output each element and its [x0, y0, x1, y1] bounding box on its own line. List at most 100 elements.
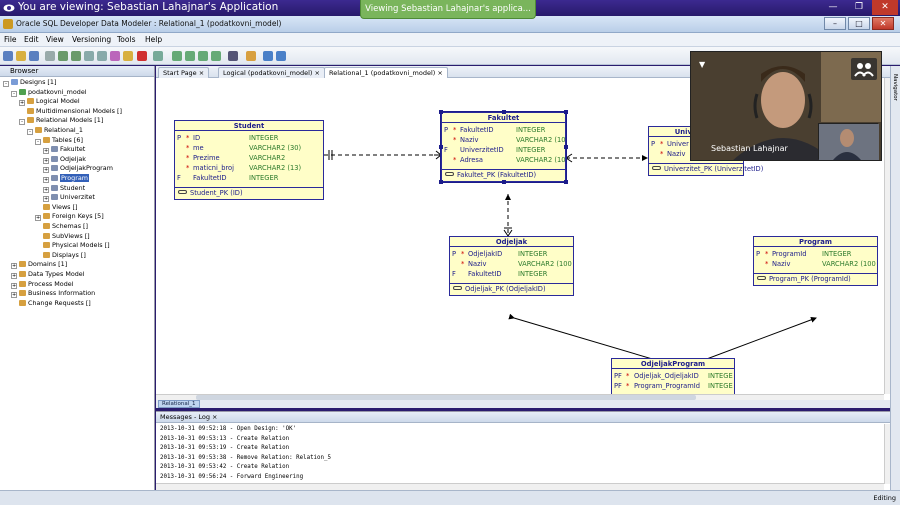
log-vertical-scrollbar[interactable]: [884, 424, 890, 484]
tree-item[interactable]: Displays []: [35, 251, 86, 260]
selection-handle[interactable]: [439, 145, 443, 149]
tab-start-page[interactable]: Start Page ×: [158, 67, 210, 78]
tab-relational[interactable]: Relational_1 (podatkovni_model) ×: [324, 67, 448, 78]
column-row[interactable]: P*Univer: [649, 139, 743, 149]
primary-key-row[interactable]: Odjeljak_PK (OdjeljakID): [450, 284, 573, 295]
tree-item[interactable]: +Odjeljak: [43, 155, 86, 164]
collapse-icon[interactable]: -: [27, 129, 33, 135]
note-icon[interactable]: [123, 51, 133, 61]
selection-handle[interactable]: [439, 180, 443, 184]
navigator-strip[interactable]: Navigator: [890, 66, 900, 490]
selection-handle[interactable]: [564, 110, 568, 114]
tree-item[interactable]: +Logical Model: [19, 97, 80, 107]
app-minimize-button[interactable]: –: [824, 17, 846, 30]
diagram-horizontal-scrollbar[interactable]: [156, 394, 884, 400]
menu-help[interactable]: Help: [145, 35, 163, 44]
tree-item[interactable]: +Process Model: [11, 280, 73, 289]
selection-handle[interactable]: [501, 110, 506, 114]
scroll-thumb[interactable]: [196, 395, 696, 400]
expand-icon[interactable]: +: [43, 196, 49, 203]
selection-handle[interactable]: [564, 145, 568, 149]
primary-key-row[interactable]: Student_PK (ID): [175, 188, 323, 199]
tree-item[interactable]: +Student: [43, 184, 85, 193]
new-icon[interactable]: [3, 51, 13, 61]
ddl-icon[interactable]: [246, 51, 256, 61]
log-horizontal-scrollbar[interactable]: [156, 483, 884, 490]
binoculars-icon[interactable]: [228, 51, 238, 61]
app-close-button[interactable]: ✕: [872, 17, 894, 30]
tree-item[interactable]: -podatkovni_model: [11, 88, 87, 97]
close-icon[interactable]: ✕: [872, 0, 898, 15]
expand-icon[interactable]: +: [11, 282, 17, 289]
menu-edit[interactable]: Edit: [24, 35, 39, 44]
new-table-icon[interactable]: [58, 51, 68, 61]
forward-icon[interactable]: [276, 51, 286, 61]
expand-icon[interactable]: +: [43, 148, 49, 155]
tree-item[interactable]: Views []: [35, 203, 78, 212]
menu-tools[interactable]: Tools: [117, 35, 136, 44]
tree-item[interactable]: Multidimensional Models []: [19, 107, 122, 116]
collapse-icon[interactable]: -: [35, 138, 41, 145]
tree-item[interactable]: Schemas []: [35, 222, 88, 231]
new-view-icon[interactable]: [71, 51, 81, 61]
fakultet-univerzitet-relation[interactable]: [565, 153, 648, 163]
tree-item[interactable]: Physical Models []: [35, 241, 110, 250]
expand-icon[interactable]: +: [43, 157, 49, 164]
primary-key-row[interactable]: Univerzitet_PK (UniverzitetID): [649, 164, 763, 175]
zoom-in-icon[interactable]: [172, 51, 182, 61]
tree-item[interactable]: +OdjeljakProgram: [43, 164, 113, 174]
video-menu-icon[interactable]: ▼: [699, 60, 706, 69]
tree-item[interactable]: +Program: [43, 174, 89, 183]
tree-item[interactable]: -Tables [6]: [35, 136, 83, 145]
tree-item[interactable]: SubViews []: [35, 232, 90, 241]
restore-icon[interactable]: ❐: [854, 2, 864, 12]
expand-icon[interactable]: +: [43, 177, 49, 183]
select-icon[interactable]: [45, 51, 55, 61]
split-icon[interactable]: [84, 51, 94, 61]
expand-icon[interactable]: +: [43, 167, 49, 174]
expand-icon[interactable]: +: [35, 215, 41, 222]
engineer-icon[interactable]: [153, 51, 163, 61]
tree-item[interactable]: Change Requests []: [11, 299, 91, 308]
diagram-vertical-scrollbar[interactable]: [884, 78, 890, 394]
merge-icon[interactable]: [97, 51, 107, 61]
selection-handle[interactable]: [501, 180, 506, 184]
default-size-icon[interactable]: [211, 51, 221, 61]
save-icon[interactable]: [29, 51, 39, 61]
tree-item[interactable]: +Domains [1]: [11, 260, 67, 270]
log-close-icon[interactable]: ×: [212, 413, 218, 421]
selection-handle[interactable]: [564, 180, 568, 184]
expand-icon[interactable]: +: [11, 273, 17, 279]
app-maximize-button[interactable]: □: [848, 17, 870, 30]
expand-icon[interactable]: +: [11, 292, 17, 299]
tree-item[interactable]: -Relational Models [1]: [19, 116, 103, 126]
tab-relational-bottom[interactable]: Relational_1: [158, 400, 200, 408]
collapse-icon[interactable]: -: [19, 119, 25, 126]
zoom-out-icon[interactable]: [185, 51, 195, 61]
fk-icon[interactable]: [110, 51, 120, 61]
fit-screen-icon[interactable]: [198, 51, 208, 61]
primary-key-row[interactable]: Program_PK (ProgramId): [754, 274, 877, 285]
participants-icon[interactable]: [851, 58, 877, 80]
column-row[interactable]: *Naziv: [649, 149, 743, 159]
menu-file[interactable]: File: [4, 35, 17, 44]
student-fakultet-relation[interactable]: [324, 150, 442, 160]
